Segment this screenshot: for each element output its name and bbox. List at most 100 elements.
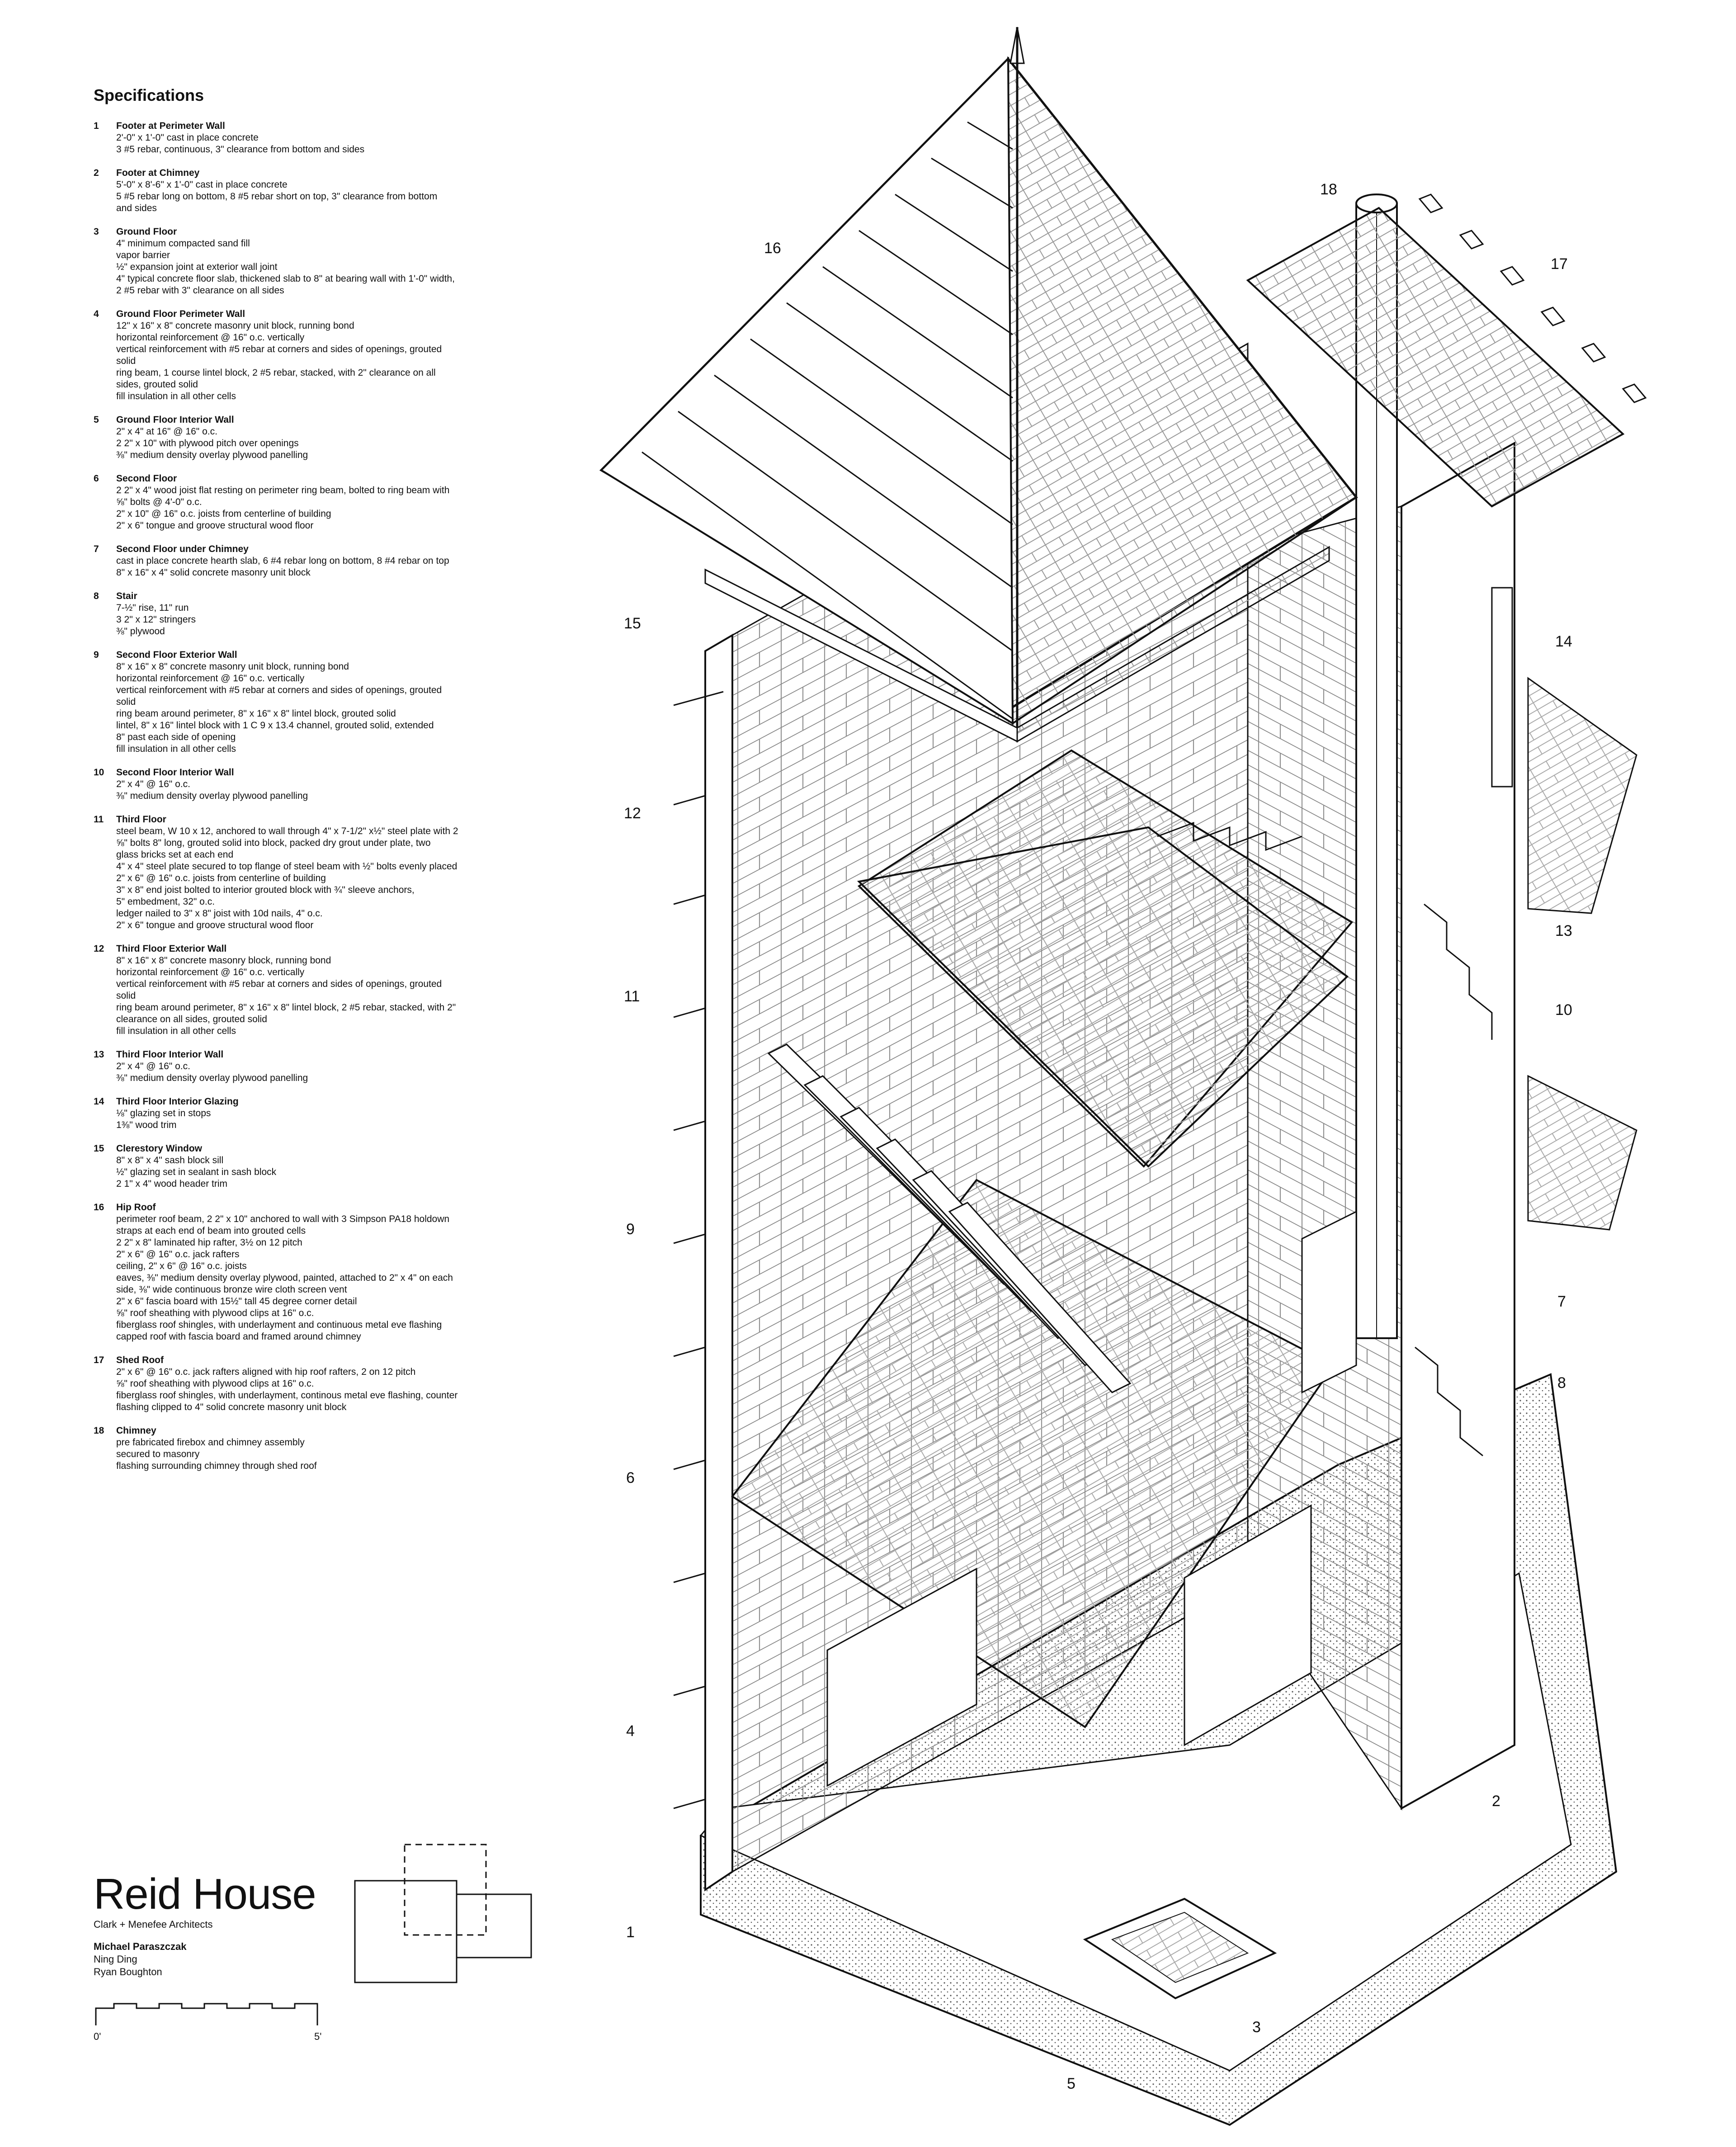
spec-number: 3 bbox=[94, 226, 99, 237]
shed-roof bbox=[1246, 193, 1647, 508]
spec-line: 2" x 4" @ 16" o.c. bbox=[116, 1061, 190, 1071]
spec-line: ⅝" roof sheathing with plywood clips at … bbox=[116, 1308, 314, 1318]
spec-line: ring beam around perimeter, 8" x 16" x 8… bbox=[116, 708, 396, 719]
spec-line: clearance on all sides, grouted solid bbox=[116, 1014, 267, 1024]
spec-line: 5" embedment, 32" o.c. bbox=[116, 897, 215, 907]
spec-line: and sides bbox=[116, 203, 157, 213]
spec-number: 16 bbox=[94, 1202, 104, 1213]
spec-number: 15 bbox=[94, 1143, 104, 1154]
spec-line: 3 #5 rebar, continuous, 3" clearance fro… bbox=[116, 144, 365, 155]
callout-number: 17 bbox=[1551, 255, 1568, 273]
spec-title: Third Floor Interior Glazing bbox=[116, 1096, 239, 1107]
spec-line: ½" glazing set in sealant in sash block bbox=[116, 1167, 277, 1177]
spec-line: ring beam, 1 course lintel block, 2 #5 r… bbox=[116, 368, 436, 378]
spec-number: 17 bbox=[94, 1355, 104, 1365]
scale-start-label: 0' bbox=[94, 2031, 101, 2042]
spec-title: Shed Roof bbox=[116, 1355, 164, 1365]
spec-title: Third Floor Exterior Wall bbox=[116, 944, 227, 954]
spec-heading: 9 Second Floor Exterior Wall bbox=[94, 649, 546, 661]
spec-line: 8" x 16" x 8" concrete masonry block, ru… bbox=[116, 955, 331, 966]
spec-line: vertical reinforcement with #5 rebar at … bbox=[116, 685, 442, 695]
spec-number: 13 bbox=[94, 1049, 104, 1060]
spec-title: Second Floor Exterior Wall bbox=[116, 650, 237, 660]
spec-line: solid bbox=[116, 991, 136, 1001]
rebar-ticks bbox=[673, 691, 724, 1809]
spec-line: lintel, 8" x 16" lintel block with 1 C 9… bbox=[116, 720, 434, 731]
spec-line: ledger nailed to 3" x 8" joist with 10d … bbox=[116, 908, 323, 919]
spec-line: vertical reinforcement with #5 rebar at … bbox=[116, 344, 442, 354]
spec-number: 5 bbox=[94, 415, 99, 425]
callout-number: 9 bbox=[626, 1221, 635, 1238]
spec-line: 2" x 4" @ 16" o.c. bbox=[116, 779, 190, 789]
spec-line: vapor barrier bbox=[116, 250, 170, 260]
project-title: Reid House bbox=[94, 1870, 316, 1918]
spec-line: horizontal reinforcement @ 16" o.c. vert… bbox=[116, 673, 305, 684]
spec-title: Ground Floor Interior Wall bbox=[116, 415, 234, 425]
spec-line: 8" x 8" x 4" sash block sill bbox=[116, 1155, 224, 1166]
spec-heading: 14 Third Floor Interior Glazing bbox=[94, 1096, 546, 1108]
callout-number: 6 bbox=[626, 1469, 635, 1486]
spec-line: 2 2" x 4" wood joist flat resting on per… bbox=[116, 485, 450, 495]
spec-line: 2 #5 rebar with 3" clearance on all side… bbox=[116, 285, 284, 296]
spec-line: 3 2" x 12" stringers bbox=[116, 614, 196, 625]
spec-line: cast in place concrete hearth slab, 6 #4… bbox=[116, 556, 449, 566]
spec-line: 2'-0" x 1'-0" cast in place concrete bbox=[116, 132, 259, 143]
callout-number: 8 bbox=[1557, 1374, 1566, 1392]
spec-line: horizontal reinforcement @ 16" o.c. vert… bbox=[116, 967, 305, 977]
spec-number: 4 bbox=[94, 309, 99, 319]
spec-number: 11 bbox=[94, 814, 104, 825]
callout-number: 13 bbox=[1555, 922, 1572, 939]
spec-line: ⅝" bolts @ 4'-0" o.c. bbox=[116, 497, 202, 507]
second-floor-deck bbox=[857, 826, 1349, 1168]
spec-title: Footer at Chimney bbox=[116, 168, 200, 178]
spec-line: 2" x 6" tongue and groove structural woo… bbox=[116, 520, 314, 531]
spec-line: 4" minimum compacted sand fill bbox=[116, 238, 250, 249]
spec-line: 2" x 6" @ 16" o.c. joists from centerlin… bbox=[116, 873, 326, 883]
spec-line: steel beam, W 10 x 12, anchored to wall … bbox=[116, 826, 458, 836]
spec-line: fill insulation in all other cells bbox=[116, 391, 236, 401]
spec-number: 6 bbox=[94, 473, 99, 484]
spec-number: 14 bbox=[94, 1096, 104, 1107]
floor-joists bbox=[767, 1043, 1132, 1393]
spec-heading: 17 Shed Roof bbox=[94, 1354, 546, 1366]
callout-number: 7 bbox=[1557, 1293, 1566, 1310]
stair bbox=[1157, 821, 1493, 1457]
spec-line: 2" x 6" @ 16" o.c. jack rafters aligned … bbox=[116, 1367, 416, 1377]
spec-title: Clerestory Window bbox=[116, 1143, 203, 1154]
author: Ryan Boughton bbox=[94, 1966, 162, 1977]
spec-line: 2 1" x 4" wood header trim bbox=[116, 1179, 228, 1189]
spec-line: glass bricks set at each end bbox=[116, 849, 234, 860]
spec-title: Footer at Perimeter Wall bbox=[116, 121, 225, 131]
author: Ning Ding bbox=[94, 1954, 137, 1965]
spec-line: 5'-0" x 8'-6" x 1'-0" cast in place conc… bbox=[116, 179, 288, 190]
spec-line: fiberglass roof shingles, with underlaym… bbox=[116, 1320, 442, 1330]
spec-heading: 15 Clerestory Window bbox=[94, 1143, 546, 1155]
spec-number: 10 bbox=[94, 767, 104, 778]
spec-line: ring beam around perimeter, 8" x 16" x 8… bbox=[116, 1002, 456, 1013]
spec-line: ½" expansion joint at exterior wall join… bbox=[116, 262, 278, 272]
spec-title: Ground Floor bbox=[116, 226, 177, 237]
spec-line: ⅝" bolts 8" long, grouted solid into blo… bbox=[116, 838, 431, 848]
spec-number: 9 bbox=[94, 650, 99, 660]
spec-line: eaves, ⅜" medium density overlay plywood… bbox=[116, 1273, 453, 1283]
specifications-title: Specifications bbox=[94, 86, 204, 104]
spec-line: ceiling, 2" x 6" @ 16" o.c. joists bbox=[116, 1261, 247, 1271]
spec-line: 5 #5 rebar long on bottom, 8 #5 rebar sh… bbox=[116, 191, 438, 202]
spec-line: 2" x 6" tongue and groove structural woo… bbox=[116, 920, 314, 930]
callout-number: 1 bbox=[626, 1924, 635, 1941]
